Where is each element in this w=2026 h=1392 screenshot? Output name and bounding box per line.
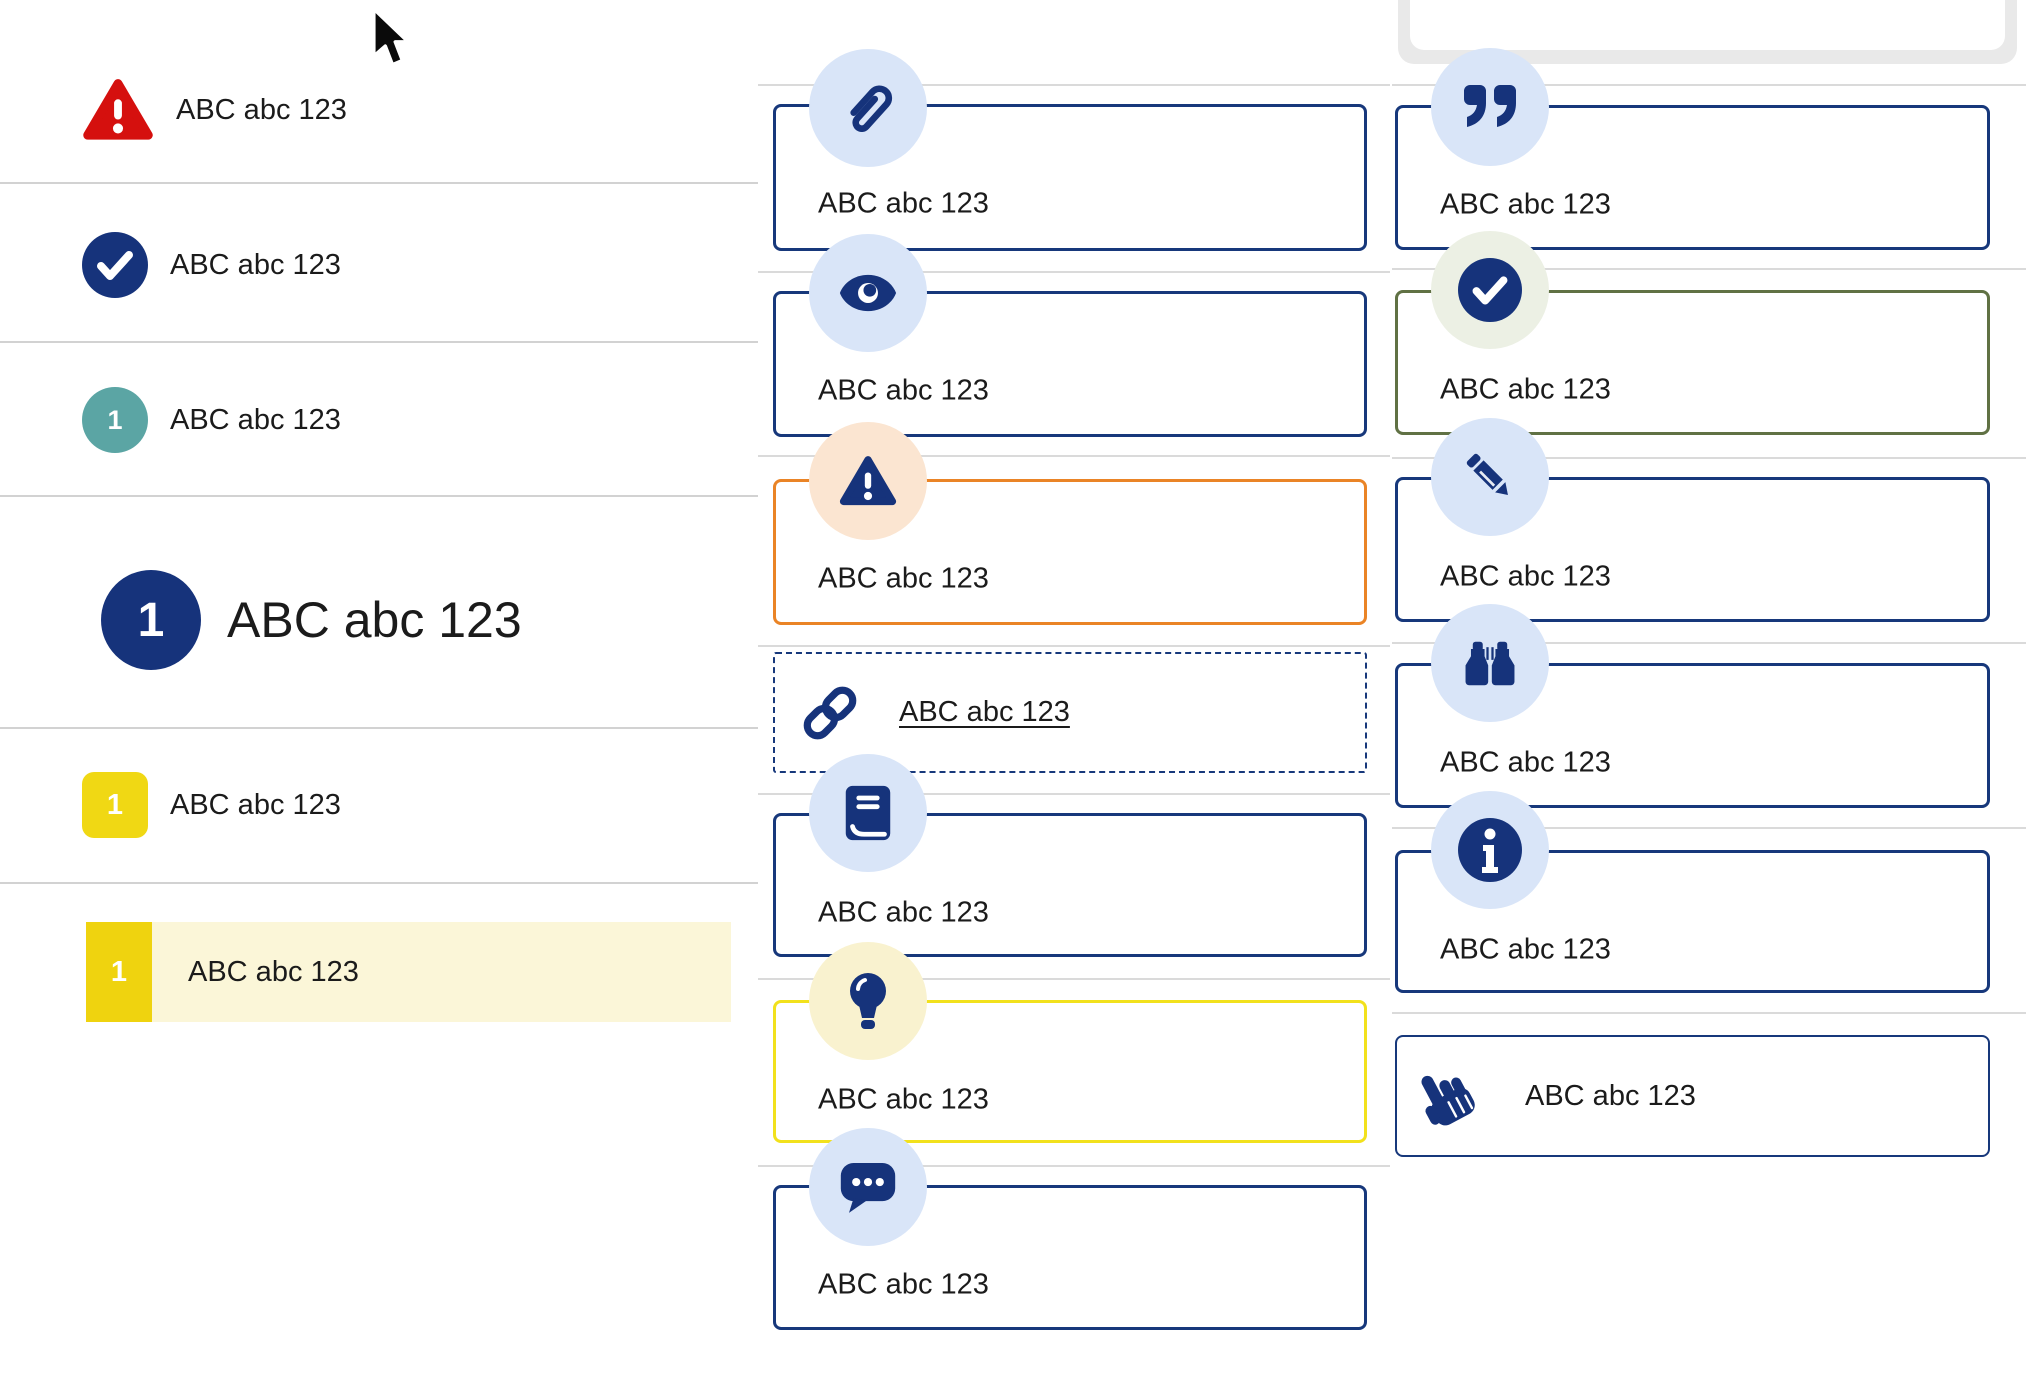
- divider: [758, 793, 1390, 795]
- callout-action: ABC abc 123: [1395, 1035, 1990, 1157]
- info-badge: [1431, 791, 1549, 909]
- callout-label: ABC abc 123: [818, 1268, 989, 1301]
- callout-label: ABC abc 123: [1440, 188, 1611, 221]
- callout-quote: ABC abc 123: [1395, 105, 1990, 250]
- mouse-cursor: [371, 7, 411, 67]
- number-badge-navy-large: 1: [101, 570, 201, 670]
- list-item-label: ABC abc 123: [176, 93, 347, 126]
- check-icon: [1458, 258, 1522, 322]
- list-item-label: ABC abc 123: [170, 788, 341, 821]
- list-item-success[interactable]: ABC abc 123: [0, 213, 758, 317]
- divider: [0, 495, 758, 497]
- callout-label: ABC abc 123: [818, 374, 989, 407]
- scroll-indicator-inner: [1410, 0, 2005, 50]
- callout-label: ABC abc 123: [818, 1083, 989, 1116]
- step-number: 1: [106, 788, 124, 821]
- list-item-warning[interactable]: ABC abc 123: [0, 58, 758, 162]
- alert-badge: [809, 422, 927, 540]
- binoculars-badge: [1431, 604, 1549, 722]
- eye-badge: [809, 234, 927, 352]
- pencil-badge: [1431, 418, 1549, 536]
- callout-label: ABC abc 123: [818, 562, 989, 595]
- divider: [1392, 1012, 2026, 1014]
- hand-pointer-icon: [1421, 1075, 1475, 1126]
- check-badge: [1431, 231, 1549, 349]
- eye-icon: [839, 274, 897, 312]
- list-item-step-yellow[interactable]: 1 ABC abc 123: [0, 753, 758, 857]
- quote-icon: [1464, 85, 1516, 127]
- callout-label: ABC abc 123: [1440, 560, 1611, 593]
- divider: [0, 727, 758, 729]
- list-item-label: ABC abc 123: [170, 248, 341, 281]
- paperclip-badge: [809, 49, 927, 167]
- lightbulb-icon: [850, 973, 886, 1029]
- divider: [758, 271, 1390, 273]
- divider: [758, 978, 1390, 980]
- step-number: 1: [137, 593, 165, 647]
- list-item-step-large[interactable]: 1 ABC abc 123: [0, 558, 758, 682]
- info-icon: [1458, 818, 1522, 882]
- number-badge-yellow: 1: [82, 772, 148, 838]
- callout-label: ABC abc 123: [1440, 933, 1611, 966]
- paperclip-icon: [850, 85, 893, 132]
- link-icon: [803, 686, 857, 739]
- callout-link-text[interactable]: ABC abc 123: [899, 696, 1070, 728]
- callout-warning: ABC abc 123: [773, 479, 1367, 625]
- number-badge-teal: 1: [82, 387, 148, 453]
- callout-label: ABC abc 123: [1440, 746, 1611, 779]
- list-item-step-yellow-selected[interactable]: 1 ABC abc 123: [86, 922, 731, 1022]
- action-row: ABC abc 123: [1397, 1037, 1988, 1155]
- lightbulb-badge: [809, 942, 927, 1060]
- divider: [1392, 84, 2026, 86]
- divider: [1392, 642, 2026, 644]
- step-number: 1: [107, 404, 123, 435]
- callout-label: ABC abc 123: [818, 187, 989, 220]
- book-icon: [845, 785, 891, 841]
- callout-label: ABC abc 123: [818, 896, 989, 929]
- divider: [0, 182, 758, 184]
- alert-icon: [839, 455, 897, 505]
- divider: [1392, 268, 2026, 270]
- binoculars-icon: [1465, 641, 1515, 685]
- book-badge: [809, 754, 927, 872]
- link-row: ABC abc 123: [775, 654, 1365, 771]
- number-badge-yellow-highlighted: 1: [86, 922, 152, 1022]
- alert-triangle-icon: [83, 78, 153, 140]
- list-item-step-teal[interactable]: 1 ABC abc 123: [0, 368, 758, 472]
- pencil-icon: [1466, 453, 1508, 495]
- callout-label: ABC abc 123: [1525, 1079, 1696, 1112]
- chat-badge: [809, 1128, 927, 1246]
- callout-link[interactable]: ABC abc 123: [773, 652, 1367, 773]
- divider: [758, 1165, 1390, 1167]
- quote-badge: [1431, 48, 1549, 166]
- check-circle-icon: [82, 232, 148, 298]
- step-number: 1: [110, 955, 128, 988]
- list-item-label: ABC abc 123: [170, 403, 341, 436]
- divider: [758, 84, 1390, 86]
- chat-icon: [840, 1162, 896, 1213]
- callout-label: ABC abc 123: [1440, 373, 1611, 406]
- divider: [758, 645, 1390, 647]
- divider: [1392, 457, 2026, 459]
- divider: [0, 882, 758, 884]
- list-item-label: ABC abc 123: [188, 955, 359, 988]
- divider: [1392, 827, 2026, 829]
- list-item-label: ABC abc 123: [227, 592, 522, 648]
- divider: [0, 341, 758, 343]
- divider: [758, 455, 1390, 457]
